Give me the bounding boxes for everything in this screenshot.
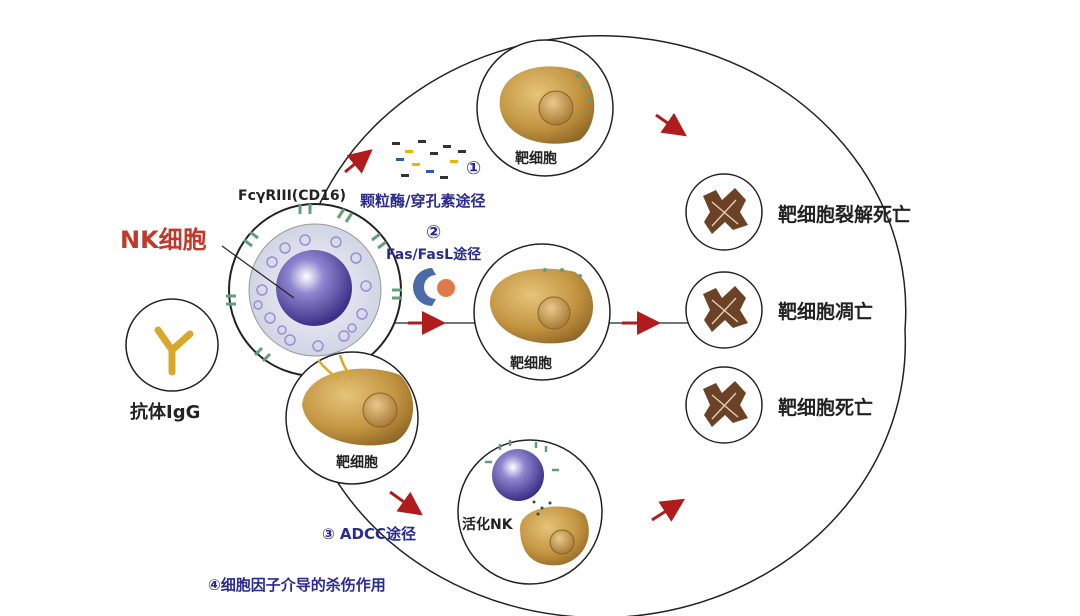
antibody-igg-icon: [125, 298, 219, 392]
fasl-ligand-icon: [437, 279, 455, 297]
cd16-receptors: [226, 204, 402, 363]
target-cell-left: [285, 351, 419, 485]
dead-cell-death: [685, 366, 763, 444]
pathway1-label: 颗粒酶/穿孔素途径: [360, 192, 486, 210]
antibody-label: 抗体IgG: [130, 402, 201, 423]
dead-cell-apoptosis: [685, 271, 763, 349]
outcome-death-label: 靶细胞死亡: [778, 397, 874, 419]
activated-nk-label: 活化NK: [462, 517, 513, 533]
nk-nucleus: [276, 250, 352, 326]
granzyme-particles: [392, 140, 466, 179]
nk-cell: [226, 203, 402, 377]
big-ring: [299, 35, 907, 616]
nk-label-leader: [221, 245, 295, 299]
target-cell-middle: [473, 243, 611, 381]
arrow-to-pathway1: [344, 149, 373, 174]
outcome-lysis-label: 靶细胞裂解死亡: [778, 204, 912, 226]
target-top-label: 靶细胞: [515, 151, 557, 167]
arrow-bottom-right: [651, 498, 686, 522]
target-left-label: 靶细胞: [336, 455, 378, 471]
nk-cell-title: NK细胞: [120, 226, 207, 254]
target-cell-top: [476, 39, 614, 177]
target-middle-label: 靶细胞: [510, 356, 552, 372]
pathway2-number: ②: [426, 222, 442, 243]
pathway1-number: ①: [466, 158, 482, 179]
dead-cell-lysis: [685, 173, 763, 251]
pathway4-label: ④细胞因子介导的杀伤作用: [208, 576, 386, 594]
outcome-apoptosis-label: 靶细胞凋亡: [778, 301, 874, 323]
arrow-top-right: [655, 112, 687, 137]
receptor-label: FcγRIII(CD16): [238, 188, 346, 204]
arrow-to-adcc: [389, 490, 423, 516]
fas-receptor-icon: [412, 268, 436, 306]
pathway3-label: ③ ADCC途径: [322, 525, 416, 543]
pathway2-label: Fas/FasL途径: [386, 247, 482, 263]
activated-nk-cell: [457, 439, 603, 585]
